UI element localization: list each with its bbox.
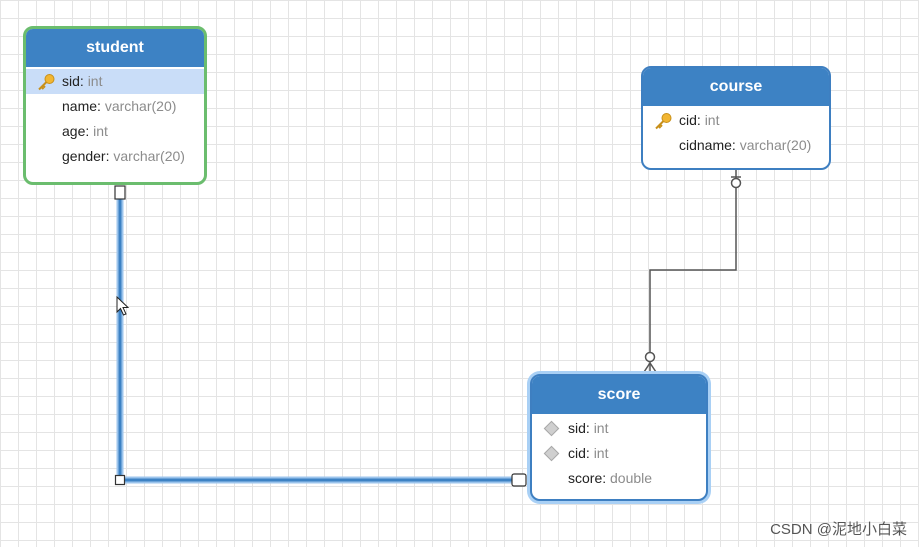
link-student-score[interactable] — [114, 185, 527, 487]
entity-title: score — [532, 376, 706, 414]
field-type: varchar(20) — [104, 98, 177, 114]
field-row[interactable]: cid: int — [532, 441, 706, 466]
field-type: int — [593, 445, 609, 461]
diamond-icon — [543, 420, 560, 437]
diamond-icon — [543, 445, 560, 462]
field-row[interactable]: cid: int — [643, 108, 829, 133]
field-row[interactable]: sid: int — [532, 416, 706, 441]
key-icon — [655, 113, 672, 130]
entity-title: course — [643, 68, 829, 106]
field-row[interactable]: gender: varchar(20) — [62, 148, 185, 164]
field-row[interactable]: cidname: varchar(20) — [679, 137, 812, 153]
field-name: sid — [568, 420, 586, 436]
link-handle-corner[interactable] — [114, 474, 126, 486]
optional-marker-top — [730, 177, 742, 189]
field-row[interactable]: age: int — [62, 123, 108, 139]
field-type: varchar(20) — [739, 137, 812, 153]
entity-score[interactable]: score sid: int cid: int score: double — [530, 374, 708, 501]
field-type: int — [93, 123, 108, 139]
entity-title: student — [26, 29, 204, 67]
field-type: varchar(20) — [113, 148, 185, 164]
field-type: int — [87, 73, 103, 89]
field-name: score — [568, 470, 603, 486]
link-course-score[interactable] — [643, 170, 742, 373]
link-handle-start[interactable] — [114, 185, 126, 200]
field-name: cid — [679, 112, 697, 128]
field-row[interactable]: sid: int — [26, 69, 204, 94]
field-name: name — [62, 98, 98, 114]
entity-course[interactable]: course cid: int cidname: varchar(20) — [641, 66, 831, 170]
field-type: int — [704, 112, 720, 128]
many-marker — [643, 361, 657, 373]
field-name: sid — [62, 73, 80, 89]
optional-marker-bottom — [644, 351, 656, 363]
field-row[interactable]: name: varchar(20) — [62, 98, 177, 114]
entity-student[interactable]: student sid: int name: varchar(20) age: … — [23, 26, 207, 185]
field-row[interactable]: score: double — [568, 470, 653, 486]
field-name: gender — [62, 148, 106, 164]
field-name: cid — [568, 445, 586, 461]
field-type: double — [610, 470, 653, 486]
key-icon — [38, 74, 55, 91]
mouse-cursor-icon — [116, 296, 130, 316]
field-name: age — [62, 123, 86, 139]
field-name: cidname — [679, 137, 732, 153]
watermark: CSDN @泥地小白菜 — [770, 521, 907, 538]
field-type: int — [593, 420, 609, 436]
link-handle-end[interactable] — [511, 473, 527, 487]
